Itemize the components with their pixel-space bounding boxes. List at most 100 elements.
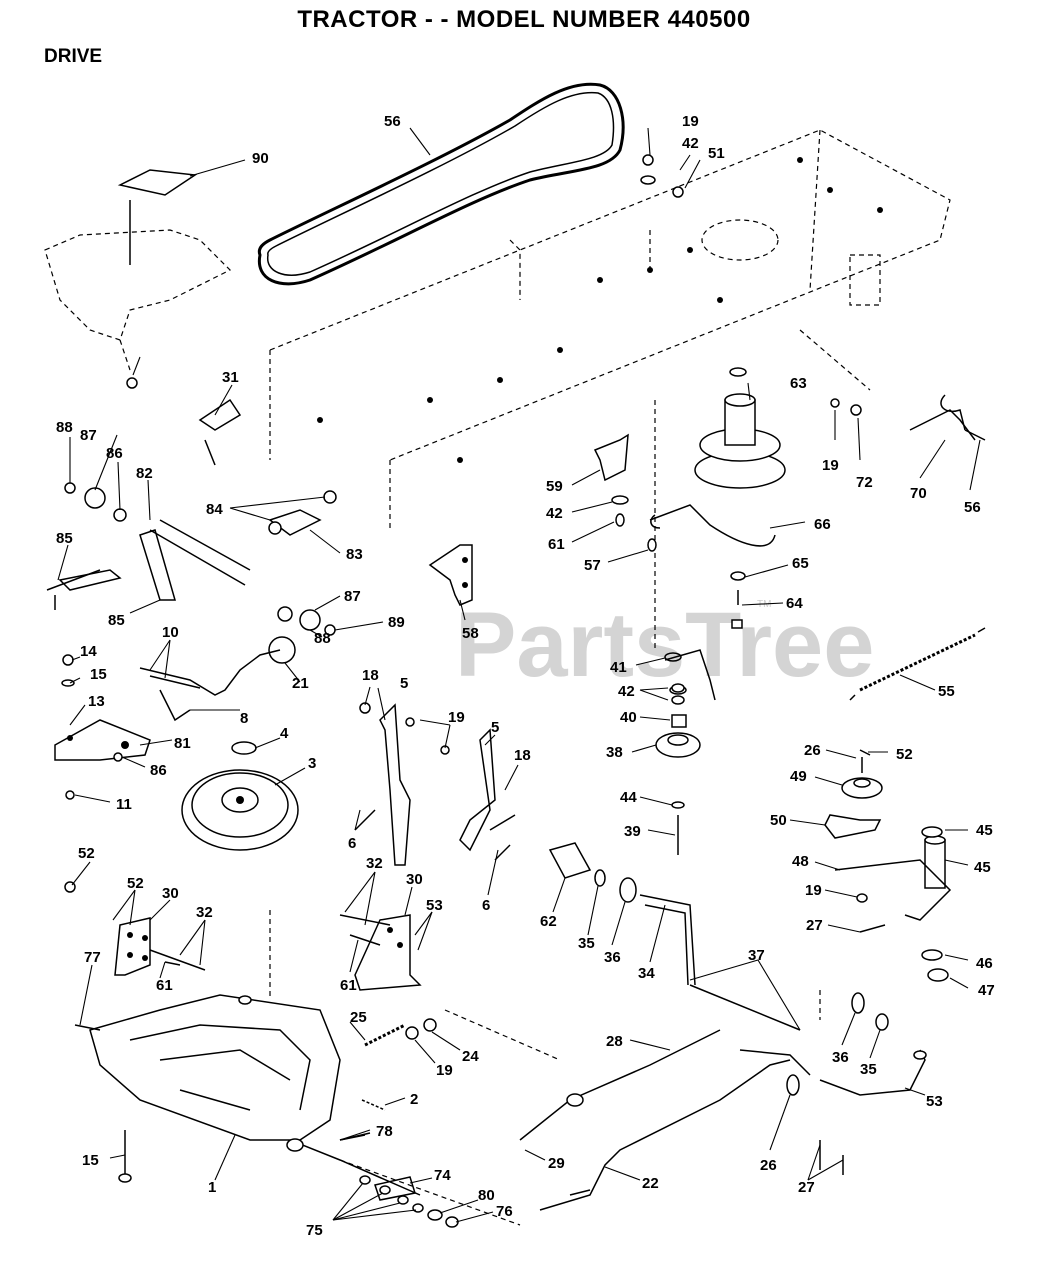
callout-36b: 36 xyxy=(832,1049,849,1066)
brake-rod xyxy=(139,649,281,722)
callout-18: 18 xyxy=(362,667,379,684)
callout-30: 30 xyxy=(162,885,179,902)
callout-59: 59 xyxy=(546,478,563,495)
callout-75: 75 xyxy=(306,1222,323,1239)
plate-89 xyxy=(117,169,198,265)
drive-belt xyxy=(257,82,625,286)
callout-56: 56 xyxy=(964,499,981,516)
clip-59 xyxy=(593,433,629,482)
callout-42c: 42 xyxy=(618,683,635,700)
bracket-5b xyxy=(440,728,516,861)
callout-35: 35 xyxy=(578,935,595,952)
spring-25 xyxy=(361,1018,437,1111)
frame-outline xyxy=(269,129,951,650)
callout-22: 22 xyxy=(642,1175,659,1192)
wire-66 xyxy=(649,504,776,547)
callout-51: 51 xyxy=(708,145,725,162)
callout-26b: 26 xyxy=(760,1157,777,1174)
callout-77: 77 xyxy=(84,949,101,966)
callout-numbers: 90 56 19 42 51 31 63 19 72 70 56 59 42 6… xyxy=(56,113,995,1239)
callout-42d: 44 xyxy=(620,789,637,806)
callout-42b: 42 xyxy=(546,505,563,522)
callout-21: 21 xyxy=(292,675,309,692)
callout-1: 1 xyxy=(208,1179,216,1196)
bracket-31 xyxy=(198,398,242,466)
shaft-assembly xyxy=(548,842,801,1031)
leader-lines xyxy=(57,127,981,1223)
callout-45: 45 xyxy=(976,822,993,839)
rod-28-29-22 xyxy=(519,1029,811,1211)
callout-19c: 19 xyxy=(805,882,822,899)
callout-85: 85 xyxy=(108,612,125,629)
callout-6: 6 xyxy=(348,835,356,852)
callout-18b: 18 xyxy=(514,747,531,764)
callout-52c: 53 xyxy=(426,897,443,914)
callout-15-text: 15 xyxy=(82,1152,99,1169)
callout-42: 42 xyxy=(682,135,699,152)
callout-64: 64 xyxy=(786,595,803,612)
hardware-top xyxy=(640,154,684,270)
callout-76: 76 xyxy=(496,1203,513,1220)
callout-12: 13 xyxy=(88,693,105,710)
callout-28: 28 xyxy=(606,1033,623,1050)
callout-84: 85 xyxy=(56,530,73,547)
callout-56b: 57 xyxy=(584,557,601,574)
pulley-38 xyxy=(655,685,701,855)
transaxle xyxy=(74,910,561,1226)
callout-48: 48 xyxy=(792,853,809,870)
callout-74: 74 xyxy=(434,1167,451,1184)
callout-19b: 19 xyxy=(822,457,839,474)
callout-65: 65 xyxy=(792,555,809,572)
callout-44: 45 xyxy=(974,859,991,876)
callout-19e: 19 xyxy=(436,1062,453,1079)
callout-3: 3 xyxy=(308,755,316,772)
callout-61c: 61 xyxy=(340,977,357,994)
callout-26: 26 xyxy=(804,742,821,759)
rod-41 xyxy=(664,649,716,701)
callout-66: 66 xyxy=(814,516,831,533)
callout-61b: 61 xyxy=(156,977,173,994)
callout-27: 27 xyxy=(806,917,823,934)
callout-32: 32 xyxy=(196,904,213,921)
callout-29: 29 xyxy=(548,1155,565,1172)
callout-83: 84 xyxy=(206,501,223,518)
callout-47: 49 xyxy=(790,768,807,785)
lift-linkage xyxy=(54,487,337,664)
callout-32b: 32 xyxy=(366,855,383,872)
callout-30b: 30 xyxy=(406,871,423,888)
callout-88b: 89 xyxy=(388,614,405,631)
bracket-70 xyxy=(909,394,986,441)
callout-49: 50 xyxy=(770,812,787,829)
pulley-3 xyxy=(181,741,299,851)
callout-25: 25 xyxy=(350,1009,367,1026)
callout-52b: 52 xyxy=(127,875,144,892)
watermark-text: PartsTree xyxy=(455,594,874,696)
callout-46: 47 xyxy=(978,982,995,999)
hardware-misc xyxy=(46,377,886,1141)
callout-52: 52 xyxy=(78,845,95,862)
callout-77b: 78 xyxy=(376,1123,393,1140)
callout-6b: 6 xyxy=(482,897,490,914)
callout-41: 41 xyxy=(610,659,627,676)
callout-14: 15 xyxy=(90,666,107,683)
callout-55: 55 xyxy=(938,683,955,700)
idler-assembly xyxy=(824,757,952,982)
callout-31: 31 xyxy=(222,369,239,386)
callout-89: 90 xyxy=(252,150,269,167)
callout-80: 81 xyxy=(174,735,191,752)
callout-81: 82 xyxy=(136,465,153,482)
callout-50: 52 xyxy=(896,746,913,763)
callout-35b: 35 xyxy=(860,1061,877,1078)
bracket-80 xyxy=(54,719,151,800)
bolt-15 xyxy=(118,1130,132,1183)
callout-86: 86 xyxy=(106,445,123,462)
spring-55 xyxy=(849,627,986,701)
callout-5b: 5 xyxy=(491,719,499,736)
callout-2: 2 xyxy=(410,1091,418,1108)
callout-34: 34 xyxy=(638,965,655,982)
section-label: DRIVE xyxy=(44,46,103,67)
callout-82: 83 xyxy=(346,546,363,563)
callout-36: 36 xyxy=(604,949,621,966)
callout-61: 61 xyxy=(548,536,565,553)
